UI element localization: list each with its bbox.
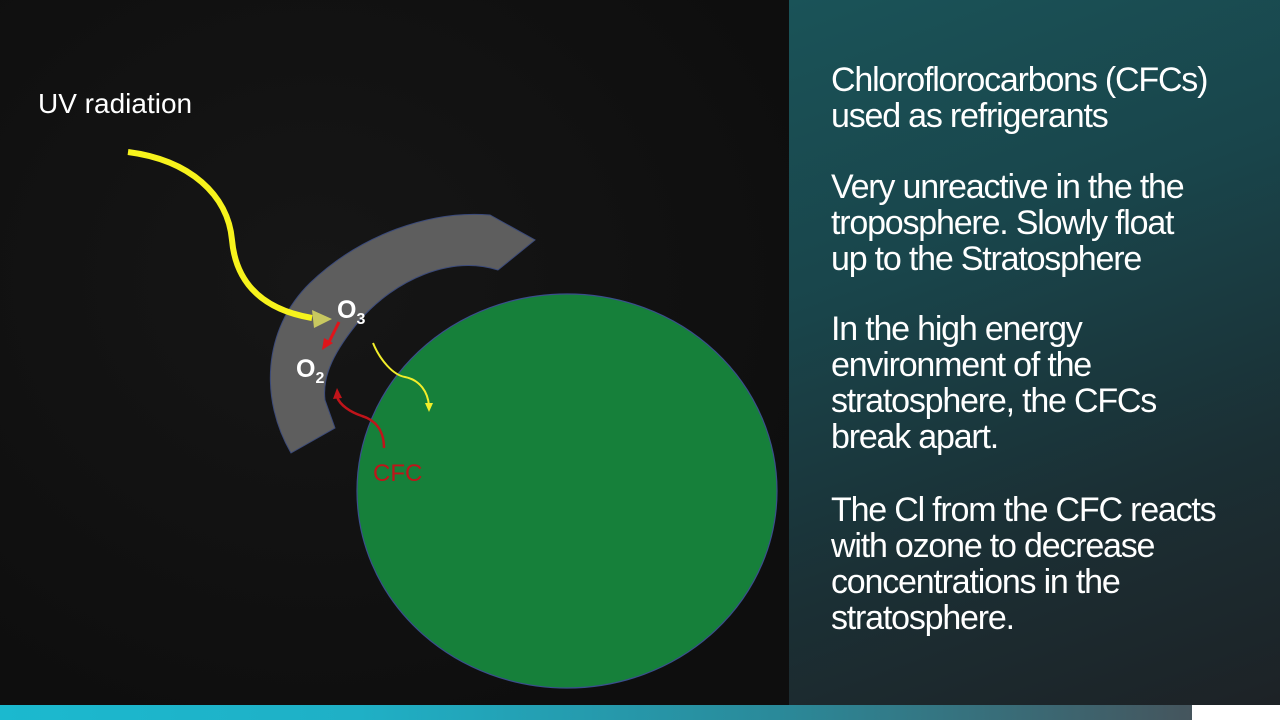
ozone-label: O3: [337, 298, 365, 328]
bullet-cfc-use: Chloroflorocarbons (CFCs) used as refrig…: [831, 62, 1261, 134]
transmitted-uv-arrow-icon: [372, 342, 430, 407]
uv-arrow-icon: [127, 149, 313, 321]
bottom-corner: [1192, 705, 1280, 720]
bullet-line: concentrations in the: [831, 563, 1121, 601]
decomposition-arrow-icon: [326, 321, 341, 345]
bullet-line: Chloroflorocarbons (CFCs): [831, 61, 1208, 99]
cfc-arrowhead-icon: [333, 388, 342, 399]
oxygen-symbol: O: [296, 355, 316, 383]
bullet-line: stratosphere.: [831, 599, 1015, 637]
cfc-label: CFC: [373, 460, 423, 487]
ozone-symbol: O: [337, 296, 357, 324]
transmitted-uv-arrowhead-icon: [425, 403, 433, 412]
ozone-diagram: [127, 149, 778, 689]
oxygen-label: O2: [296, 357, 324, 387]
earth-circle: [356, 293, 778, 689]
bullet-line: environment of the: [831, 346, 1092, 384]
decomposition-arrowhead-icon: [322, 338, 333, 350]
bullet-unreactive: Very unreactive in the the troposphere. …: [831, 169, 1261, 277]
bullet-line: used as refrigerants: [831, 97, 1109, 135]
uv-radiation-label: UV radiation: [38, 88, 193, 119]
bullet-cl-reaction: The Cl from the CFC reacts with ozone to…: [831, 492, 1261, 636]
bullet-break-apart: In the high energy environment of the st…: [831, 311, 1261, 455]
bullet-line: The Cl from the CFC reacts: [831, 491, 1217, 529]
uv-arrowhead-icon: [312, 310, 332, 328]
bullet-line: stratosphere, the CFCs: [831, 382, 1157, 420]
ozone-layer-band: [269, 213, 536, 454]
oxygen-subscript: 2: [315, 370, 325, 387]
ozone-subscript: 3: [356, 311, 366, 328]
bullet-line: with ozone to decrease: [831, 527, 1155, 565]
bullet-line: In the high energy: [831, 310, 1083, 348]
bullet-line: troposphere. Slowly float: [831, 204, 1175, 242]
cfc-rising-arrow-icon: [335, 396, 386, 449]
bullet-line: Very unreactive in the the: [831, 168, 1185, 206]
bullet-line: break apart.: [831, 418, 999, 456]
bottom-accent-bar: [0, 705, 1192, 720]
bullet-line: up to the Stratosphere: [831, 240, 1142, 278]
text-panel: [789, 0, 1280, 705]
